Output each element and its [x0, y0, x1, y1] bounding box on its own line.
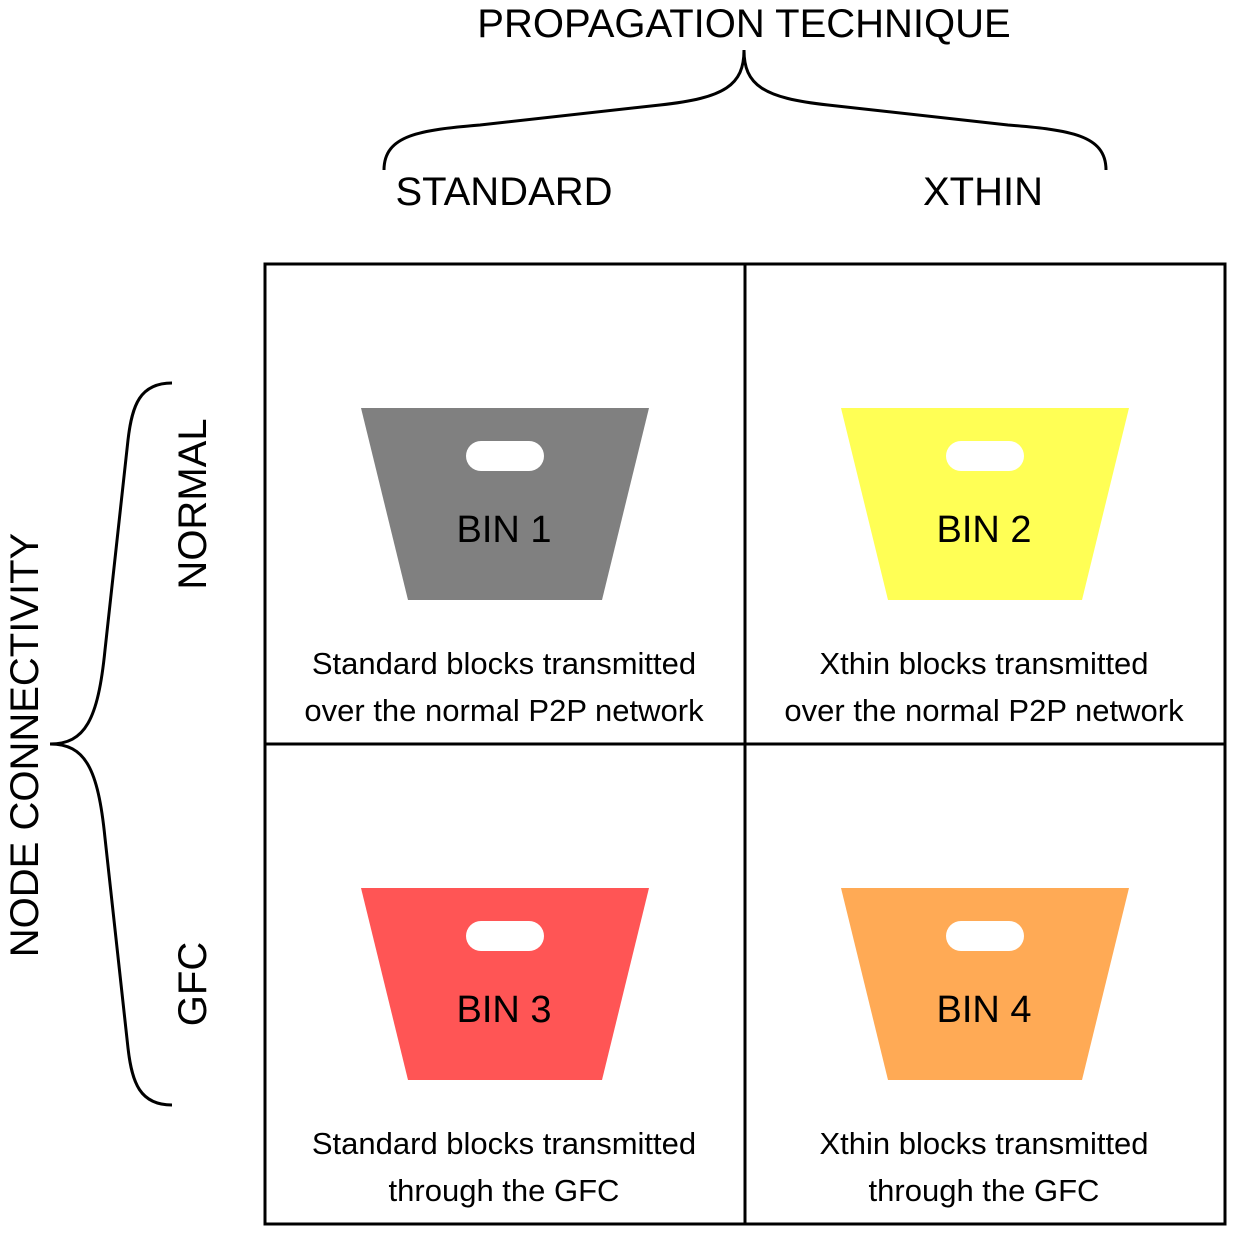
column-header-standard: STANDARD: [395, 170, 612, 214]
bin-2-caption-line-1: Xthin blocks transmitted: [819, 646, 1148, 681]
left-brace-icon: [49, 381, 173, 1107]
column-header-xthin: XTHIN: [923, 170, 1043, 214]
bin-4-caption-line-2: through the GFC: [869, 1173, 1100, 1208]
bin-3-bin-icon: [361, 888, 649, 1080]
bin-1-caption-line-2: over the normal P2P network: [304, 693, 704, 728]
row-header-normal: NORMAL: [171, 418, 215, 589]
bin-2-bin-icon: [841, 408, 1129, 600]
bin-2-cell: BIN 2 Xthin blocks transmitted over the …: [784, 408, 1184, 728]
bin-2-caption-line-2: over the normal P2P network: [784, 693, 1184, 728]
propagation-technique-title: PROPAGATION TECHNIQUE: [477, 2, 1010, 46]
bin-3-label: BIN 3: [456, 989, 551, 1031]
bin-4-handle: [946, 921, 1024, 951]
bin-1-label: BIN 1: [456, 509, 551, 551]
top-brace-icon: [382, 49, 1108, 171]
bin-3-caption-line-1: Standard blocks transmitted: [312, 1126, 696, 1161]
bin-4-label: BIN 4: [936, 989, 1031, 1031]
bin-4-bin-icon: [841, 888, 1129, 1080]
bin-4-cell: BIN 4 Xthin blocks transmitted through t…: [819, 888, 1149, 1208]
bin-1-caption-line-1: Standard blocks transmitted: [312, 646, 696, 681]
row-header-gfc: GFC: [171, 942, 215, 1026]
bin-3-cell: BIN 3 Standard blocks transmitted throug…: [312, 888, 696, 1208]
bin-3-handle: [466, 921, 544, 951]
bin-2-label: BIN 2: [936, 509, 1031, 551]
bin-1-handle: [466, 441, 544, 471]
bin-1-bin-icon: [361, 408, 649, 600]
node-connectivity-title: NODE CONNECTIVITY: [3, 533, 47, 957]
bin-2-handle: [946, 441, 1024, 471]
bin-3-caption-line-2: through the GFC: [389, 1173, 620, 1208]
bin-1-cell: BIN 1 Standard blocks transmitted over t…: [304, 408, 704, 728]
bin-4-caption-line-1: Xthin blocks transmitted: [819, 1126, 1148, 1161]
